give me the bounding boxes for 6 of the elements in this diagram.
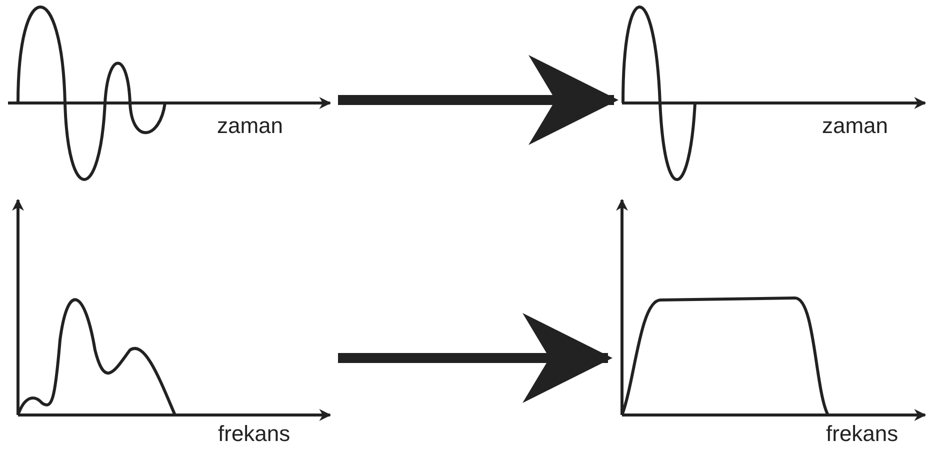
axis-label: frekans [826, 423, 898, 445]
arrow [338, 55, 618, 145]
axis-label: zaman [217, 115, 284, 137]
axis-label: frekans [218, 423, 290, 445]
axis-label: zaman [822, 115, 888, 137]
arrow [338, 313, 612, 403]
